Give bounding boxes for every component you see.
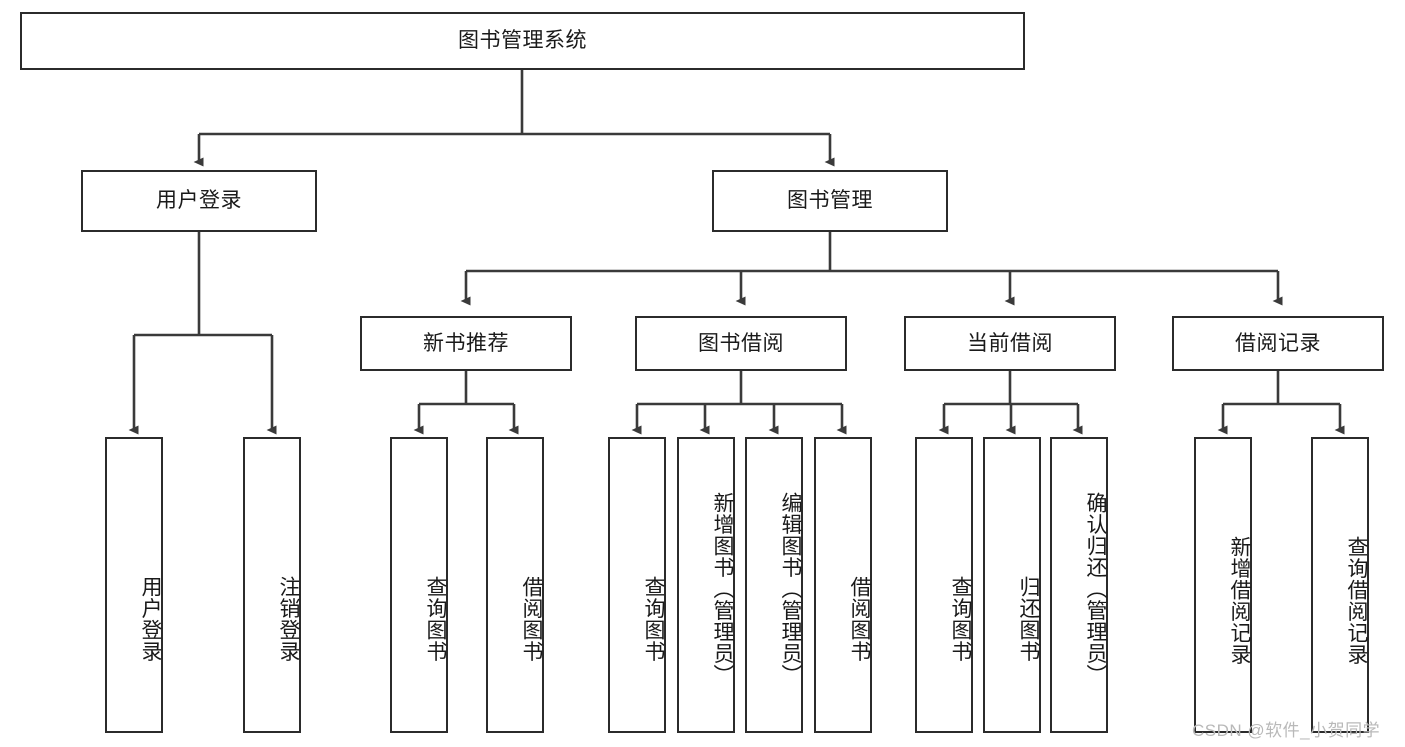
node-book-borrow-label: 图书借阅 — [698, 331, 784, 355]
leaf-user-login-1[interactable]: 用户登录 — [105, 437, 163, 733]
node-borrow-record[interactable]: 借阅记录 — [1172, 316, 1384, 371]
node-user-login-label: 用户登录 — [156, 189, 242, 213]
leaf-book-borrow-1-label: 查询图书 — [642, 576, 665, 662]
leaf-current-borrow-2[interactable]: 归还图书 — [983, 437, 1041, 733]
node-root[interactable]: 图书管理系统 — [20, 12, 1025, 70]
node-new-book-recommend[interactable]: 新书推荐 — [360, 316, 572, 371]
leaf-book-borrow-3[interactable]: 编辑图书（管理员） — [745, 437, 803, 733]
node-book-borrow[interactable]: 图书借阅 — [635, 316, 847, 371]
leaf-current-borrow-3-label: 确认归还（管理员） — [1084, 492, 1107, 686]
leaf-book-borrow-2[interactable]: 新增图书（管理员） — [677, 437, 735, 733]
node-borrow-record-label: 借阅记录 — [1235, 331, 1321, 355]
leaf-new-book-2-label: 借阅图书 — [520, 576, 543, 662]
leaf-new-book-1-label: 查询图书 — [424, 576, 447, 662]
leaf-borrow-record-2-label: 查询借阅记录 — [1345, 535, 1368, 665]
leaf-current-borrow-2-label: 归还图书 — [1017, 576, 1040, 662]
leaf-book-borrow-3-label: 编辑图书（管理员） — [779, 492, 802, 686]
leaf-borrow-record-1[interactable]: 新增借阅记录 — [1194, 437, 1252, 733]
leaf-book-borrow-4[interactable]: 借阅图书 — [814, 437, 872, 733]
leaf-new-book-1[interactable]: 查询图书 — [390, 437, 448, 733]
leaf-current-borrow-1[interactable]: 查询图书 — [915, 437, 973, 733]
node-book-management-label: 图书管理 — [787, 189, 873, 213]
node-current-borrow[interactable]: 当前借阅 — [904, 316, 1116, 371]
leaf-user-login-2[interactable]: 注销登录 — [243, 437, 301, 733]
leaf-borrow-record-1-label: 新增借阅记录 — [1228, 535, 1251, 665]
leaf-user-login-2-label: 注销登录 — [277, 576, 300, 662]
leaf-current-borrow-1-label: 查询图书 — [949, 576, 972, 662]
leaf-new-book-2[interactable]: 借阅图书 — [486, 437, 544, 733]
node-user-login[interactable]: 用户登录 — [81, 170, 317, 232]
node-root-label: 图书管理系统 — [458, 29, 587, 53]
leaf-book-borrow-4-label: 借阅图书 — [848, 576, 871, 662]
node-current-borrow-label: 当前借阅 — [967, 331, 1053, 355]
leaf-book-borrow-1[interactable]: 查询图书 — [608, 437, 666, 733]
leaf-borrow-record-2[interactable]: 查询借阅记录 — [1311, 437, 1369, 733]
leaf-current-borrow-3[interactable]: 确认归还（管理员） — [1050, 437, 1108, 733]
leaf-book-borrow-2-label: 新增图书（管理员） — [711, 492, 734, 686]
leaf-user-login-1-label: 用户登录 — [139, 576, 162, 662]
node-new-book-recommend-label: 新书推荐 — [423, 331, 509, 355]
node-book-management[interactable]: 图书管理 — [712, 170, 948, 232]
